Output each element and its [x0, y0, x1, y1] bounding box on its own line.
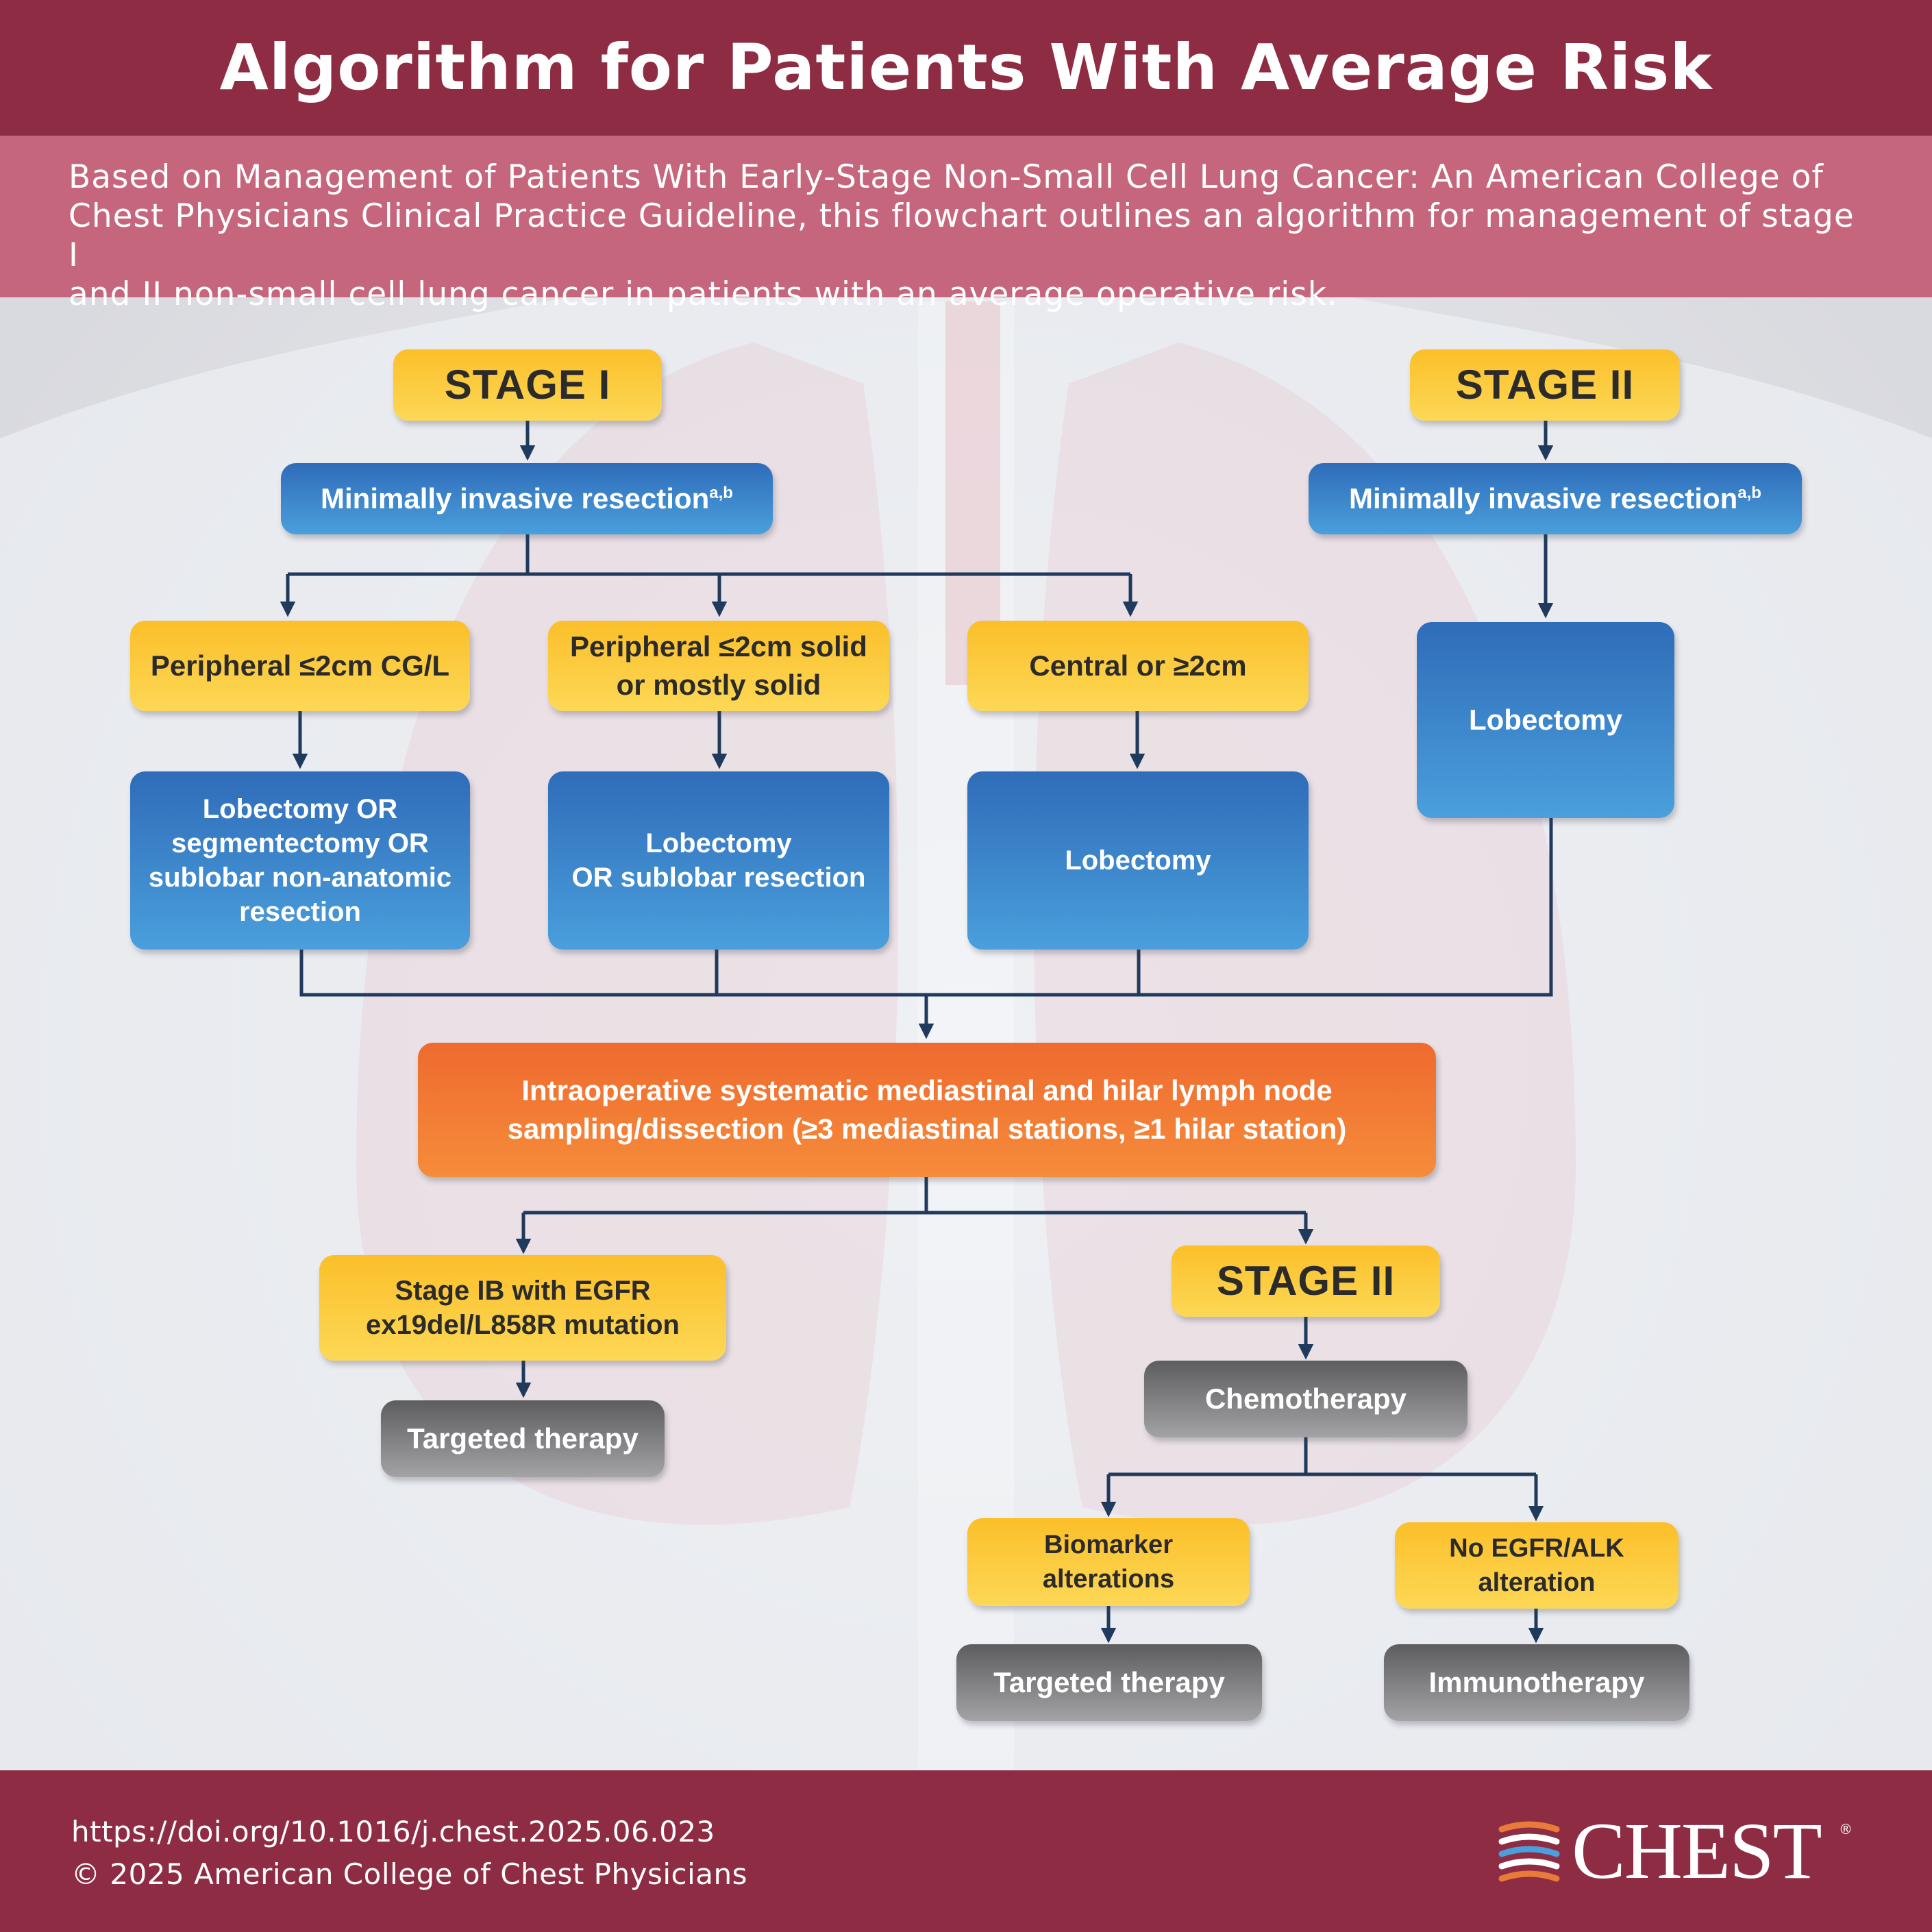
page-title: Algorithm for Patients With Average Risk — [219, 31, 1713, 104]
doi-link[interactable]: https://doi.org/10.1016/j.chest.2025.06.… — [71, 1815, 715, 1848]
stage-2-resection-label: Minimally invasive resection — [1349, 482, 1738, 515]
stage-2-post-badge: STAGE II — [1172, 1246, 1440, 1317]
title-banner: Algorithm for Patients With Average Risk — [0, 0, 1932, 136]
biomarker-line: Biomarker — [1044, 1531, 1173, 1559]
stage-1-resection-box: Minimally invasive resectiona,b — [281, 463, 773, 534]
no-alteration-line: alteration — [1478, 1568, 1596, 1597]
copyright-text: © 2025 American College of Chest Physici… — [71, 1857, 748, 1891]
intro-line: Based on Management of Patients With Ear… — [69, 158, 1824, 196]
chemotherapy-label: Chemotherapy — [1204, 1383, 1407, 1415]
procedure-line: sublobar non-anatomic — [148, 863, 452, 893]
targeted-therapy-label: Targeted therapy — [407, 1422, 639, 1454]
procedure-line: Lobectomy — [1065, 845, 1211, 876]
condition-peripheral-solid: Peripheral ≤2cm solid or mostly solid — [548, 621, 889, 711]
footnote-marker: a,b — [1737, 484, 1761, 502]
stage-2-badge: STAGE II — [1410, 349, 1680, 421]
procedure-lobectomy-central: Lobectomy — [967, 771, 1309, 950]
biomarker-alterations-box: Biomarker alterations — [967, 1518, 1250, 1606]
condition-central-label: Central or ≥2cm — [1029, 649, 1247, 682]
stage-1-badge: STAGE I — [393, 349, 662, 421]
stage-1-resection-label: Minimally invasive resection — [321, 482, 710, 515]
procedure-text: Lobectomy OR sublobar resection — [572, 826, 866, 895]
footnote-marker: a,b — [709, 484, 733, 502]
targeted-therapy-label: Targeted therapy — [993, 1666, 1225, 1698]
biomarker-line: alterations — [1042, 1565, 1175, 1594]
stage-ib-text: Stage IB with EGFR ex19del/L858R mutatio… — [366, 1274, 680, 1342]
procedure-line: Lobectomy OR — [202, 794, 398, 824]
chest-logo-word: CHEST — [1572, 1806, 1822, 1896]
stage-2-lobectomy-box: Lobectomy — [1417, 622, 1674, 818]
targeted-therapy-box-stage-2: Targeted therapy — [956, 1644, 1262, 1721]
procedure-text: Lobectomy OR segmentectomy OR sublobar n… — [149, 792, 451, 929]
stage-ib-egfr-box: Stage IB with EGFR ex19del/L858R mutatio… — [319, 1255, 726, 1361]
immunotherapy-label: Immunotherapy — [1428, 1666, 1645, 1698]
procedure-lobectomy-sublobar: Lobectomy OR sublobar resection — [548, 771, 889, 950]
intro-text: Based on Management of Patients With Ear… — [69, 158, 1863, 314]
stage-2-post-label: STAGE II — [1216, 1258, 1396, 1304]
intro-band: Based on Management of Patients With Ear… — [0, 136, 1932, 313]
stage-2-label: STAGE II — [1455, 362, 1635, 408]
targeted-therapy-box-stage-ib: Targeted therapy — [381, 1400, 665, 1477]
stage-1-resection-text: Minimally invasive resectiona,b — [321, 482, 733, 516]
lymph-node-line: Intraoperative systematic mediastinal an… — [521, 1074, 1333, 1106]
stage-ib-line: ex19del/L858R mutation — [366, 1310, 680, 1340]
lymph-node-line: sampling/dissection (≥3 mediastinal stat… — [507, 1113, 1347, 1145]
lymph-node-text: Intraoperative systematic mediastinal an… — [508, 1072, 1347, 1148]
procedure-line: OR sublobar resection — [571, 863, 866, 893]
no-alteration-line: No EGFR/ALK — [1449, 1534, 1624, 1563]
stage-2-resection-text: Minimally invasive resectiona,b — [1349, 482, 1761, 516]
stage-2-resection-box: Minimally invasive resectiona,b — [1309, 463, 1802, 534]
footer-banner: https://doi.org/10.1016/j.chest.2025.06.… — [0, 1770, 1932, 1932]
procedure-line: resection — [239, 897, 361, 927]
procedure-line: segmentectomy OR — [171, 828, 429, 858]
condition-central: Central or ≥2cm — [967, 621, 1309, 711]
no-egfr-alk-box: No EGFR/ALK alteration — [1395, 1522, 1679, 1609]
condition-peripheral-solid-text: Peripheral ≤2cm solid or mostly solid — [570, 628, 867, 704]
no-alteration-text: No EGFR/ALK alteration — [1449, 1531, 1624, 1600]
procedure-lobectomy-segmentectomy: Lobectomy OR segmentectomy OR sublobar n… — [130, 771, 470, 950]
stage-ib-line: Stage IB with EGFR — [395, 1276, 651, 1306]
intro-line: Chest Physicians Clinical Practice Guide… — [69, 197, 1855, 274]
condition-line: or mostly solid — [616, 669, 821, 701]
stage-2-lobectomy-label: Lobectomy — [1468, 704, 1623, 736]
condition-peripheral-cgl-label: Peripheral ≤2cm CG/L — [150, 649, 450, 682]
chest-logo-mark-icon — [1498, 1821, 1560, 1882]
condition-peripheral-cgl: Peripheral ≤2cm CG/L — [130, 621, 470, 711]
intro-line: and II non-small cell lung cancer in pat… — [69, 275, 1338, 313]
stage-1-label: STAGE I — [444, 362, 611, 408]
registered-mark: ® — [1839, 1821, 1853, 1837]
immunotherapy-box: Immunotherapy — [1384, 1644, 1689, 1721]
procedure-line: Lobectomy — [645, 828, 792, 858]
lymph-node-sampling-box: Intraoperative systematic mediastinal an… — [418, 1043, 1436, 1177]
chest-logo: CHEST ® — [1496, 1810, 1853, 1892]
condition-line: Peripheral ≤2cm solid — [570, 630, 867, 662]
chemotherapy-box: Chemotherapy — [1144, 1361, 1467, 1437]
biomarker-text: Biomarker alterations — [1043, 1528, 1174, 1596]
